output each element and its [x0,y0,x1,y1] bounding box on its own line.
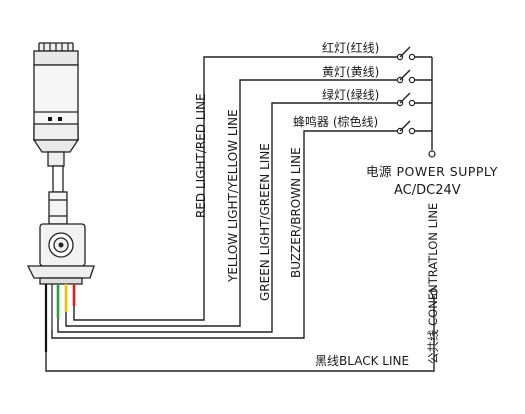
black-route [45,296,435,372]
common-terminal [430,288,438,296]
yellow-route [65,79,400,327]
tower-base [26,265,95,279]
supply-terminal [428,150,436,158]
label-black-line: 黑线BLACK LINE [315,354,409,368]
label-buzzer-channel: 蜂鸣器 (棕色线) [293,114,378,129]
switches [396,46,438,296]
label-common-line: 公共线 CONENTRATLON LINE [426,203,440,364]
label-red-channel: 红灯(红线) [322,40,379,55]
label-buzzer-line: BUZZER/BROWN LINE [289,147,303,278]
red-route [73,56,400,321]
buzzer-route [51,130,400,339]
tower-light [26,42,95,285]
label-yellow-channel: 黄灯(黄线) [322,65,379,79]
label-green-channel: 绿灯(绿线) [322,87,379,102]
label-red-line: RED LIGHT/RED LINE [194,93,208,218]
label-green-line: GREEN LIGHT/GREEN LINE [258,143,272,301]
colored-wires [44,284,76,352]
tower-pole [52,165,64,193]
labels: 红灯(红线) 黄灯(黄线) 绿灯(绿线) 蜂鸣器 (棕色线) RED LIGHT… [194,40,498,368]
label-yellow-line: YELLOW LIGHT/YELLOW LINE [226,109,240,283]
routing-lines [45,56,435,372]
label-power-supply: 电源 POWER SUPPLY [366,164,498,179]
label-voltage: AC/DC24V [394,183,461,198]
green-route [57,102,400,333]
